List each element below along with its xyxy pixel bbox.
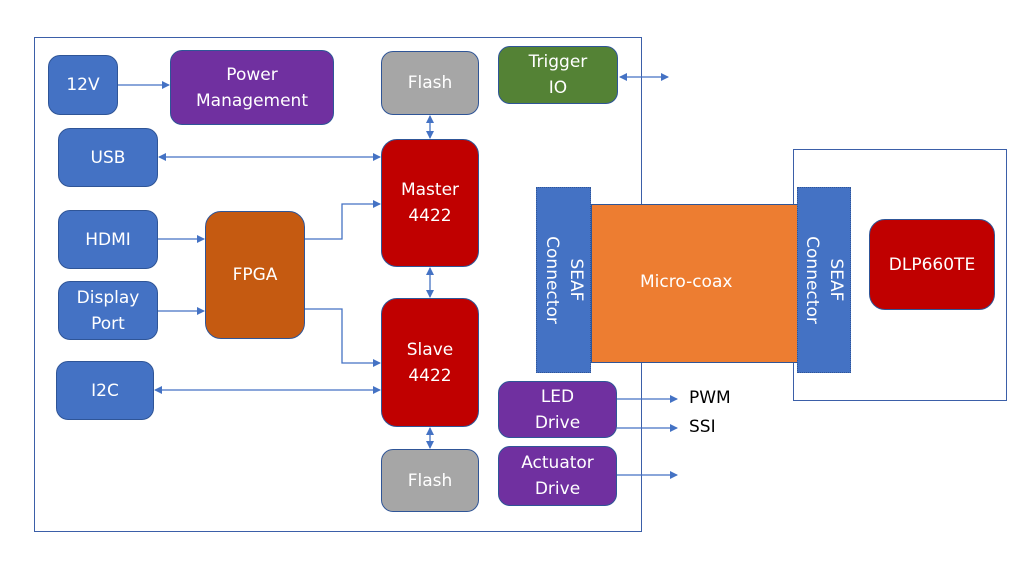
block-actuator-drive: Actuator Drive <box>498 446 617 506</box>
block-display-port: Display Port <box>58 281 158 340</box>
micro-coax-label: Micro-coax <box>640 272 733 292</box>
block-slave-4422: Slave 4422 <box>381 298 479 427</box>
block-flash-bottom: Flash <box>381 449 479 512</box>
block-fpga: FPGA <box>205 211 305 339</box>
block-hdmi: HDMI <box>58 210 158 269</box>
micro-coax-cable <box>591 204 798 363</box>
signal-label-pwm: PWM <box>689 388 731 408</box>
block-dlp660te: DLP660TE <box>869 219 995 310</box>
line-fpga-master <box>305 200 381 240</box>
block-trigger-io: Trigger IO <box>498 46 618 104</box>
block-flash-top: Flash <box>381 51 479 115</box>
seaf-connector-left: SEAF Connector <box>536 187 591 373</box>
seaf-connector-left-label: SEAF Connector <box>541 236 586 324</box>
block-led-drive: LED Drive <box>498 381 617 438</box>
block-i2c: I2C <box>56 361 154 420</box>
seaf-connector-right-label: SEAF Connector <box>802 236 846 324</box>
seaf-connector-right: SEAF Connector <box>797 187 851 373</box>
signal-label-ssi: SSI <box>689 417 716 437</box>
block-master-4422: Master 4422 <box>381 139 479 267</box>
block-usb: USB <box>58 128 158 187</box>
block-power-management: Power Management <box>170 50 334 125</box>
block-12v: 12V <box>48 55 118 115</box>
line-fpga-slave <box>305 308 381 367</box>
